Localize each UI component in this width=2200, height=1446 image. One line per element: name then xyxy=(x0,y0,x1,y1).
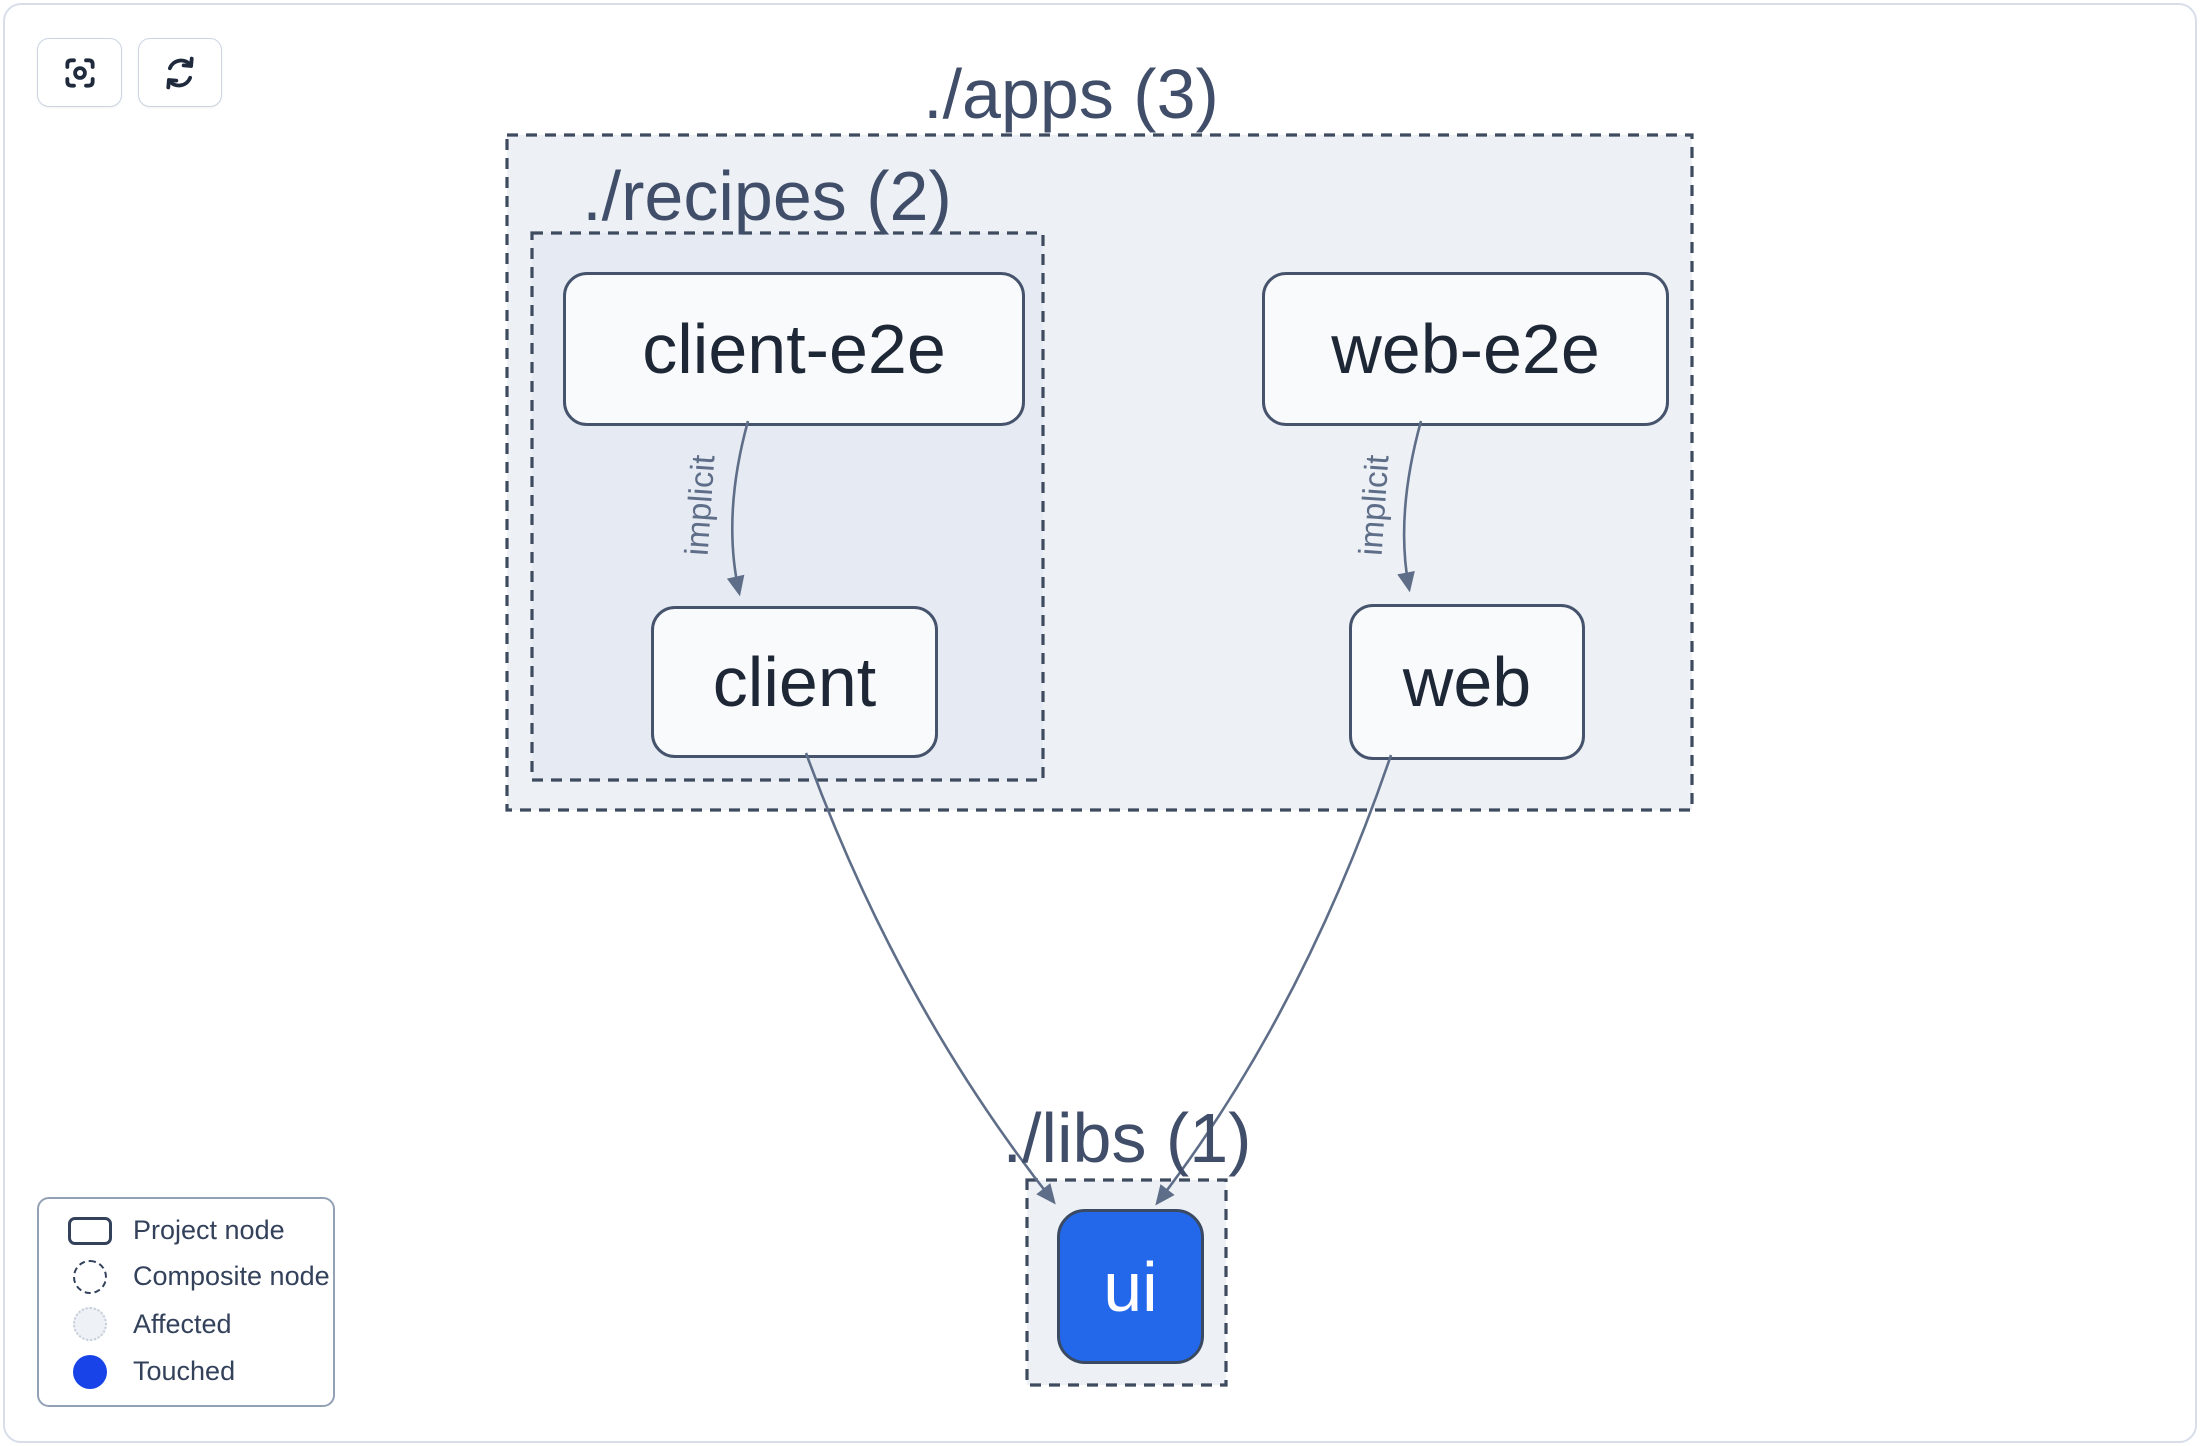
group-label-recipes: ./recipes (2) xyxy=(582,157,952,235)
group-label-apps: ./apps (3) xyxy=(923,55,1219,133)
node-web[interactable]: web xyxy=(1349,604,1585,760)
group-label-libs: ./libs (1) xyxy=(1002,1099,1252,1177)
legend-label: Affected xyxy=(133,1308,232,1339)
node-client-e2e[interactable]: client-e2e xyxy=(563,272,1025,426)
focus-icon xyxy=(64,57,95,88)
refresh-icon xyxy=(166,56,194,89)
node-client[interactable]: client xyxy=(651,606,938,758)
legend-item-composite-node: Composite node xyxy=(61,1259,330,1294)
legend-item-affected: Affected xyxy=(61,1307,319,1342)
legend-item-touched: Touched xyxy=(61,1354,319,1389)
legend-label: Touched xyxy=(133,1356,236,1387)
legend: Project node Composite node Affected Tou… xyxy=(37,1197,335,1407)
composite-node-swatch xyxy=(73,1259,107,1294)
node-web-e2e[interactable]: web-e2e xyxy=(1262,272,1669,426)
refresh-graph-button[interactable] xyxy=(138,38,222,107)
legend-label: Project node xyxy=(133,1215,285,1245)
project-node-swatch xyxy=(68,1216,112,1245)
legend-label: Composite node xyxy=(133,1261,330,1292)
legend-item-project-node: Project node xyxy=(61,1215,319,1246)
touched-swatch xyxy=(73,1354,107,1389)
node-ui[interactable]: ui xyxy=(1057,1209,1204,1364)
affected-swatch xyxy=(73,1307,107,1342)
center-graph-button[interactable] xyxy=(37,38,122,107)
